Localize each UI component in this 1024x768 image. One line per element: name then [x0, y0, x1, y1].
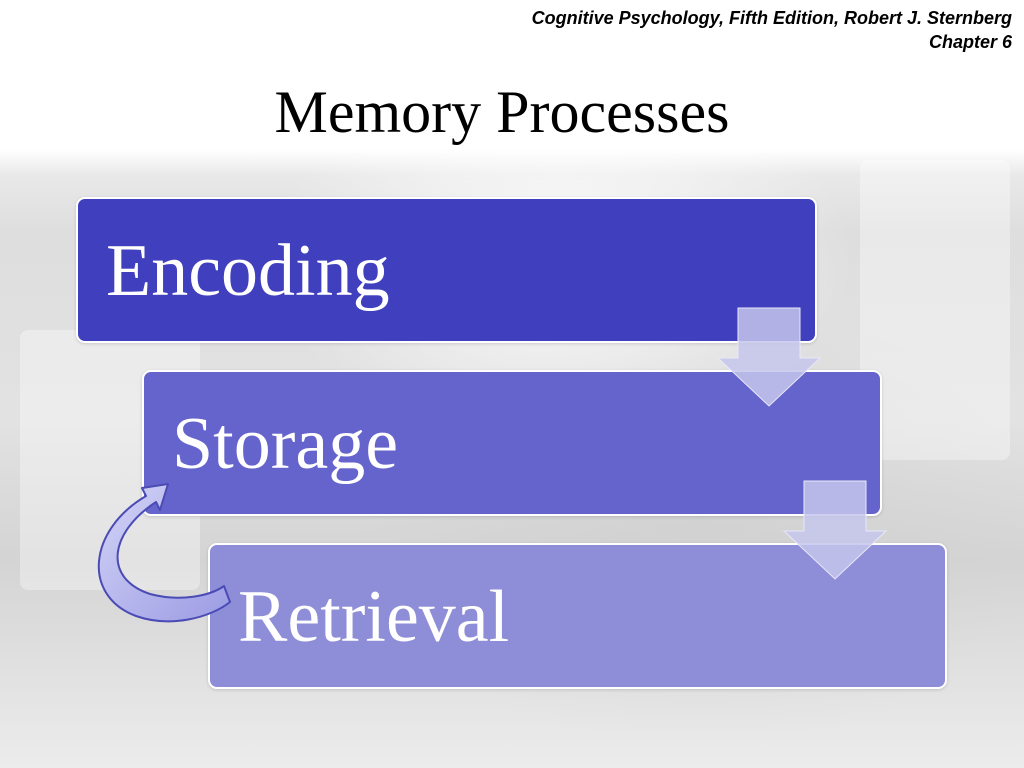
book-reference: Cognitive Psychology, Fifth Edition, Rob…	[531, 8, 1012, 28]
down-arrow-icon	[716, 307, 822, 407]
step-encoding-label: Encoding	[106, 230, 390, 312]
step-retrieval: Retrieval	[208, 543, 947, 689]
step-encoding: Encoding	[76, 197, 817, 343]
down-arrow-icon	[782, 480, 888, 580]
background-panel-right	[860, 160, 1010, 460]
chapter-reference: Chapter 6	[928, 32, 1012, 52]
step-storage-label: Storage	[172, 403, 399, 485]
page-title: Memory Processes	[274, 79, 730, 145]
step-retrieval-label: Retrieval	[238, 576, 510, 658]
header-reference: Cognitive Psychology, Fifth Edition, Rob…	[532, 6, 1012, 54]
cycle-arrow-icon	[98, 483, 231, 623]
